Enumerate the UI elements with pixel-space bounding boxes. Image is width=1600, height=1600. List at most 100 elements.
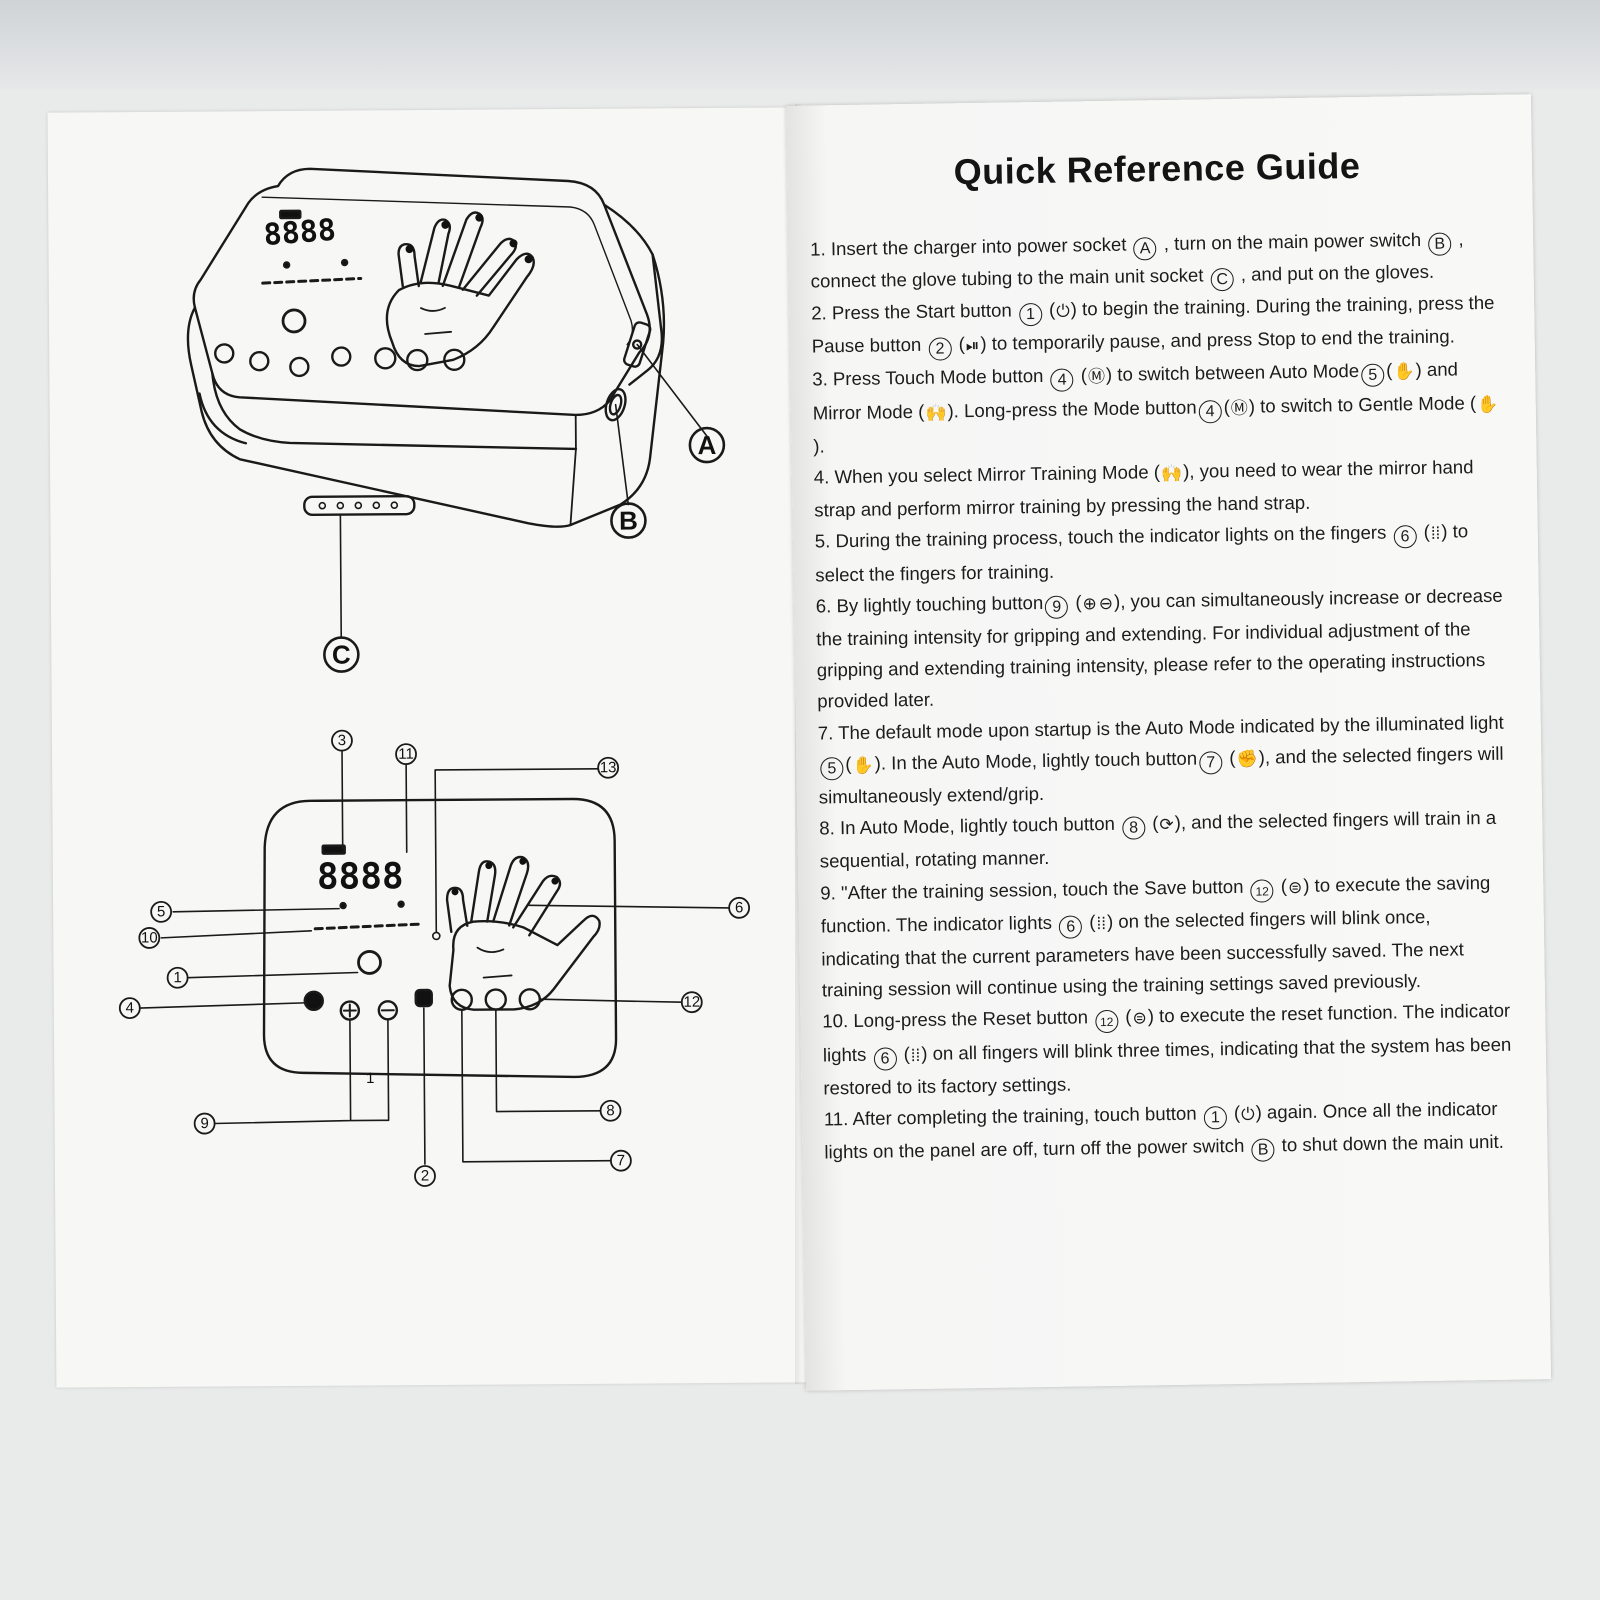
circled-reference-8: 8: [1121, 816, 1146, 840]
callout-1: 1: [366, 1070, 374, 1087]
save-icon: ⊜: [1287, 877, 1303, 897]
step-text: (: [1385, 359, 1393, 381]
guide-step-7: 7. The default mode upon startup is the …: [818, 706, 1509, 812]
step-text: Insert the charger into power socket: [830, 233, 1132, 260]
single-hand-icon: ✋: [1393, 362, 1415, 382]
left-page: A B C 8888 8888 1 1 2 3 4 5 6 7 8 9 10 1…: [47, 107, 809, 1388]
circled-reference-2: 2: [928, 337, 952, 361]
background-top-band: [0, 0, 1600, 90]
step-text: (: [1223, 746, 1236, 768]
callout-10: 10: [141, 929, 158, 946]
guide-step-10: 10. Long-press the Reset button 12 (⊜) t…: [822, 995, 1513, 1103]
two-hands-icon: 🙌: [1160, 463, 1183, 484]
step-text: (: [1075, 364, 1088, 386]
callout-13: 13: [600, 759, 617, 776]
callout-A: A: [697, 430, 716, 460]
step-text: When you select Mirror Training Mode (: [834, 461, 1161, 488]
circled-reference-12: 12: [1095, 1010, 1119, 1034]
finger-lights-icon: ⁞⁞: [1430, 524, 1441, 544]
circled-reference-5: 5: [1361, 363, 1385, 388]
step-number: 2.: [811, 302, 833, 324]
step-text: (: [953, 333, 965, 355]
guide-step-8: 8. In Auto Mode, lightly touch button 8 …: [819, 802, 1510, 877]
step-number: 3.: [812, 368, 834, 390]
step-text: Long-press the Reset button: [853, 1006, 1094, 1032]
guide-title: Quick Reference Guide: [953, 144, 1361, 193]
circled-reference-4: 4: [1198, 399, 1222, 424]
rotate-hand-icon: ⟳: [1159, 815, 1174, 835]
step-number: 4.: [813, 466, 835, 488]
minus-icon: ⊖: [1098, 593, 1114, 613]
circled-reference-B: B: [1251, 1138, 1275, 1163]
step-text: Press the Start button: [831, 299, 1018, 324]
callout-1-label: 1: [173, 969, 181, 986]
circled-reference-6: 6: [1059, 915, 1083, 939]
step-number: 8.: [819, 817, 841, 839]
circled-reference-A: A: [1133, 237, 1157, 261]
step-number: 9.: [820, 881, 842, 904]
callout-C: C: [332, 640, 351, 670]
step-text: Press Touch Mode button: [832, 365, 1049, 390]
mode-m-icon: Ⓜ: [1230, 398, 1248, 418]
circled-reference-12: 12: [1250, 879, 1274, 903]
device-3d-illustration: [186, 167, 726, 673]
step-text: (: [1418, 521, 1430, 543]
single-hand-icon: ✋: [852, 755, 874, 775]
step-text: (: [1223, 395, 1230, 417]
bottom-display-digits: 8888: [317, 856, 404, 898]
step-text: ) to temporarily pause, and press Stop t…: [980, 325, 1455, 355]
two-hands-icon: 🙌: [925, 403, 947, 423]
step-text: ) to switch to Gentle Mode (: [1248, 391, 1477, 417]
guide-step-9: 9. "After the training session, touch th…: [820, 866, 1512, 1006]
circled-reference-7: 7: [1199, 751, 1223, 775]
step-text: (: [1275, 874, 1288, 896]
step-text: During the training process, touch the i…: [835, 521, 1392, 552]
step-text: ). In the Auto Mode, lightly touch butto…: [874, 747, 1198, 774]
circled-reference-1: 1: [1203, 1106, 1228, 1130]
step-text: , turn on the main power switch: [1158, 228, 1427, 255]
step-text: In Auto Mode, lightly touch button: [839, 813, 1121, 839]
step-text: (: [845, 752, 852, 774]
step-text: (: [1083, 911, 1096, 933]
guide-step-5: 5. During the training process, touch th…: [815, 515, 1506, 590]
callout-4: 4: [126, 1000, 134, 1017]
circled-reference-9: 9: [1045, 595, 1069, 619]
device-diagrams: A B C 8888 8888 1 1 2 3 4 5 6 7 8 9 10 1…: [118, 167, 751, 1187]
play-pause-icon: ⏯: [965, 336, 980, 356]
step-number: 5.: [814, 530, 836, 552]
gentle-hand-icon: ✋: [1476, 394, 1499, 414]
step-text: ). Long-press the Mode button: [947, 396, 1197, 422]
guide-step-11: 11. After completing the training, touch…: [824, 1093, 1515, 1169]
guide-step-1: 1. Insert the charger into power socket …: [810, 223, 1501, 298]
step-text: (: [1070, 591, 1082, 613]
panel-schematic: [118, 729, 751, 1187]
power-icon: ⏻: [1056, 301, 1070, 321]
step-text: (: [1119, 1006, 1132, 1028]
callout-11: 11: [398, 746, 414, 763]
right-page: Quick Reference Guide 1. Insert the char…: [785, 94, 1552, 1391]
step-number: 7.: [817, 721, 839, 744]
step-text: (: [1228, 1101, 1241, 1124]
step-text: (: [1043, 298, 1056, 320]
circled-reference-1: 1: [1018, 302, 1043, 327]
circled-reference-4: 4: [1050, 368, 1074, 393]
callout-9: 9: [200, 1115, 208, 1132]
finger-lights-icon: ⁞⁞: [1096, 913, 1107, 934]
plus-icon: ⊕: [1082, 593, 1097, 614]
step-text: The default mode upon startup is the Aut…: [837, 711, 1504, 743]
step-number: 10.: [822, 1010, 854, 1032]
finger-lights-icon: ⁞⁞: [910, 1045, 921, 1065]
callout-8: 8: [606, 1102, 614, 1119]
step-text: (: [898, 1042, 910, 1064]
step-text: By lightly touching button: [836, 591, 1044, 617]
save-icon: ⊜: [1132, 1008, 1147, 1029]
callout-7: 7: [617, 1152, 625, 1169]
callout-12: 12: [683, 994, 700, 1011]
step-text: ) to switch between Auto Mode: [1105, 360, 1360, 386]
guide-steps: 1. Insert the charger into power socket …: [810, 223, 1515, 1169]
power-icon: ⏻: [1241, 1104, 1255, 1124]
step-text: "After the training session, touch the S…: [840, 875, 1249, 903]
callout-B: B: [619, 506, 638, 536]
callout-2: 2: [421, 1168, 429, 1185]
